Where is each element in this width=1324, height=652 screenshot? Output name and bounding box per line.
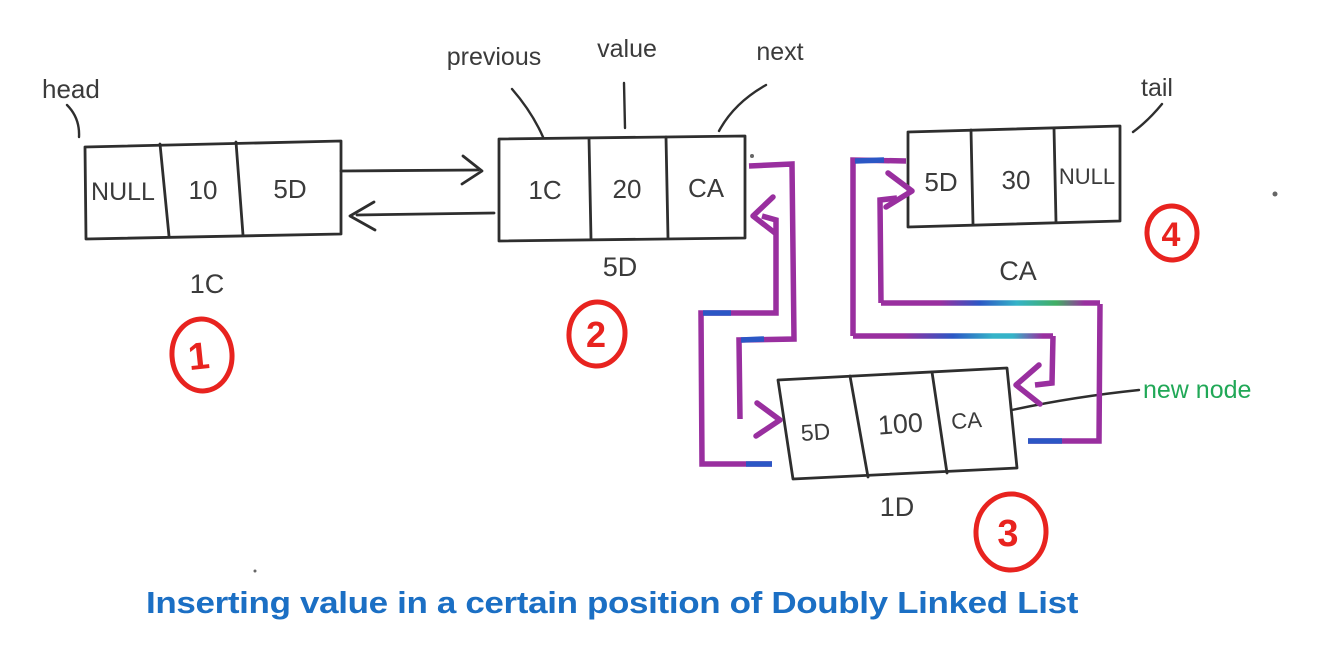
value-field-label: value	[597, 35, 657, 63]
tail-node-divider-2	[1052, 126, 1058, 224]
arrow-head-into-newnode-right-icon	[1013, 362, 1043, 407]
node1-box	[83, 139, 343, 241]
link-newnode-to-tailnode-end	[877, 195, 898, 304]
tail-next-cell: NULL	[1059, 164, 1115, 189]
new-node-next-cell: CA	[950, 407, 983, 434]
step4-circle	[1144, 203, 1200, 263]
previous-field-label: previous	[447, 43, 542, 71]
node2-value-cell: 20	[613, 174, 642, 204]
step2-circle	[566, 299, 628, 369]
tail-prev-cell: 5D	[924, 167, 957, 197]
next-arrow-head-icon	[460, 154, 484, 186]
stray-dot-title	[253, 569, 257, 573]
step3-circle	[973, 491, 1049, 573]
stray-dot-right	[1272, 191, 1278, 197]
node2-address-label: 5D	[603, 252, 638, 282]
node2-divider-1	[587, 136, 593, 241]
step4-number: 4	[1162, 216, 1181, 254]
new-node-value-cell: 100	[877, 407, 924, 440]
new-node-group: 5D 100 CA 1D 3 new node	[776, 366, 1251, 573]
new-node-address-label: 1D	[880, 492, 915, 522]
node2-group: 1C 20 CA 5D previous value next 2	[447, 35, 804, 369]
insertion-links	[698, 157, 1103, 467]
stray-dot-node2	[750, 154, 754, 158]
step1-number: 1	[186, 335, 211, 379]
new-node-divider-2	[930, 370, 949, 475]
link-node2-to-newnode	[736, 161, 797, 420]
link-tailnode-to-newnode-end	[1034, 335, 1056, 388]
arrow-head-into-tailnode-left-icon	[883, 170, 915, 210]
node1-value-cell: 10	[189, 175, 218, 205]
link-tailnode-to-newnode-start	[850, 157, 907, 336]
link-node2-to-newnode-blue-segment	[740, 336, 765, 343]
new-node-prev-cell: 5D	[800, 418, 831, 446]
node1-address-label: 1C	[190, 269, 225, 299]
node2-next-cell: CA	[688, 173, 725, 203]
diagram-title: Inserting value in a certain position of…	[146, 586, 1078, 620]
tail-node-group: 5D 30 NULL CA tail 4	[906, 74, 1278, 286]
previous-connector-curve	[510, 87, 545, 139]
node1-divider-2	[234, 140, 245, 237]
step1-circle	[169, 316, 235, 394]
value-connector-line	[622, 81, 627, 130]
head-pointer-label: head	[42, 74, 100, 104]
step2-number: 2	[586, 314, 606, 355]
node2-divider-2	[664, 135, 670, 240]
node1-group: NULL 10 5D 1C head 1	[42, 74, 343, 394]
arrow-head-into-node2-right-icon	[750, 194, 778, 236]
tail-value-cell: 30	[1002, 165, 1031, 195]
tail-connector-curve	[1131, 102, 1164, 134]
tail-pointer-label: tail	[1141, 74, 1173, 102]
new-node-divider-1	[848, 374, 870, 479]
link-newnode-to-node2	[698, 213, 779, 467]
next-field-label: next	[756, 38, 803, 66]
link-newnode-to-tailnode-start	[1028, 303, 1103, 444]
node1-prev-cell: NULL	[91, 178, 155, 206]
prev-arrow-head-icon	[348, 200, 377, 232]
tail-address-label: CA	[999, 256, 1037, 286]
prev-arrow-line	[355, 211, 496, 217]
next-arrow-line	[339, 168, 480, 173]
new-node-annotation: new node	[1143, 376, 1251, 404]
link-tailnode-to-newnode-blue-segment	[854, 157, 885, 164]
node1-divider-1	[158, 142, 171, 238]
next-connector-curve	[717, 83, 768, 133]
arrow-head-into-newnode-left-icon	[753, 400, 783, 439]
tail-node-divider-1	[969, 128, 975, 226]
node1-next-cell: 5D	[273, 174, 306, 204]
node2-prev-cell: 1C	[528, 175, 561, 205]
head-connector-curve	[65, 103, 81, 139]
node1-node2-links	[339, 154, 496, 232]
new-node-annotation-connector	[1010, 388, 1141, 412]
node2-box	[497, 134, 747, 243]
step3-number: 3	[997, 513, 1018, 555]
